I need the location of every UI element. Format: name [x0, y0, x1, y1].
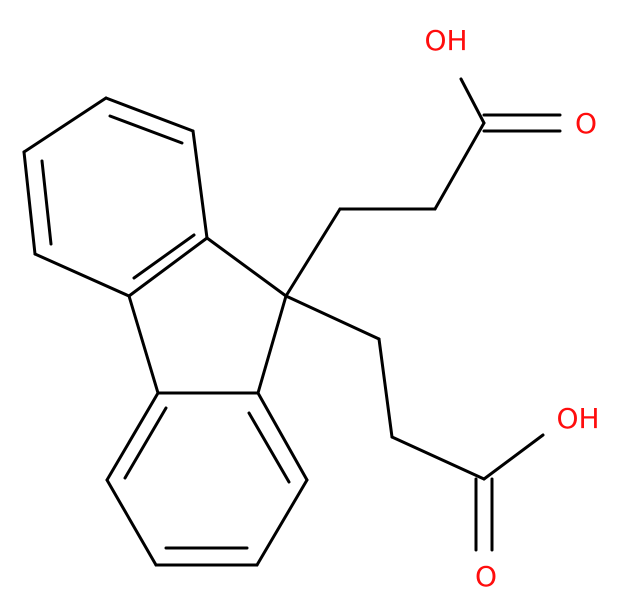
bond — [33, 252, 131, 298]
bond — [377, 337, 394, 439]
bond — [247, 411, 291, 484]
bond — [108, 114, 184, 145]
bond — [22, 150, 37, 256]
bond — [40, 159, 53, 246]
bond — [433, 121, 486, 211]
bond — [123, 406, 168, 480]
atom-labels: OH O OH O — [424, 24, 599, 593]
bond — [105, 478, 158, 567]
bond — [104, 96, 195, 133]
bond — [284, 207, 342, 298]
carbonyl-oxygen-label-bottom: O — [475, 560, 497, 593]
bond — [255, 478, 309, 567]
bond — [256, 391, 309, 482]
bond — [459, 77, 486, 125]
bond — [191, 129, 209, 240]
hydroxyl-label-bottom: OH — [556, 402, 599, 435]
bond — [132, 233, 196, 280]
bond — [482, 433, 545, 481]
bond — [127, 236, 209, 298]
bond — [127, 294, 160, 395]
bond — [390, 435, 486, 481]
bond — [22, 96, 108, 154]
bond — [256, 294, 288, 395]
bonds — [22, 77, 562, 567]
bond — [105, 391, 160, 482]
hydroxyl-label-top: OH — [424, 24, 467, 57]
bond — [205, 236, 288, 298]
carbonyl-oxygen-label-top: O — [575, 107, 597, 140]
bond — [284, 294, 381, 341]
